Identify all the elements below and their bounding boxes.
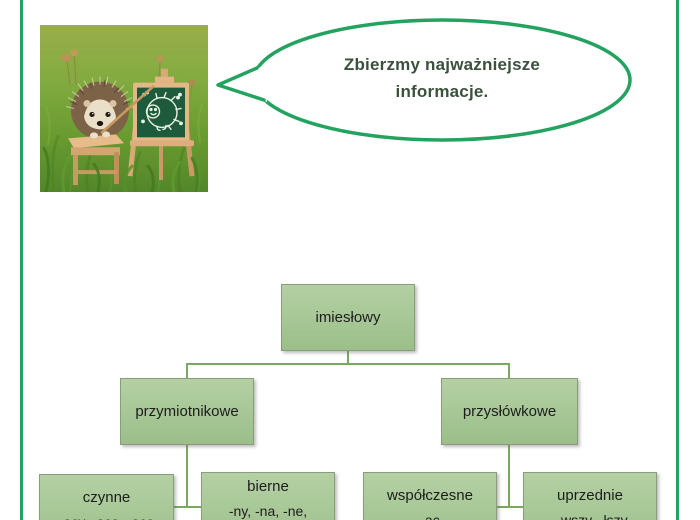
speech-bubble-text: Zbierzmy najważniejsze informacje. bbox=[302, 51, 582, 105]
speech-bubble-line1: Zbierzmy najważniejsze bbox=[343, 55, 541, 74]
hedgehog-photo-illustration bbox=[40, 25, 208, 192]
hedgehog-photo bbox=[40, 25, 208, 192]
node-przyslowkowe: przysłówkowe bbox=[441, 378, 578, 445]
connector-left-leaf-stub bbox=[174, 506, 201, 508]
desk bbox=[68, 134, 124, 186]
node-czynne: czynne -ący, -ąca, -ące bbox=[39, 474, 174, 520]
connector-przyslowkowe-down bbox=[508, 445, 510, 508]
node-wspolczesne: współczesne -ąc bbox=[363, 472, 497, 520]
node-przyslowkowe-label: przysłówkowe bbox=[462, 403, 557, 420]
foreground-grass-blades bbox=[42, 146, 199, 192]
speech-bubble-line2: informacje. bbox=[395, 82, 489, 101]
hedgehog bbox=[65, 76, 135, 140]
node-uprzednie-suffixes: - wszy, -łszy bbox=[552, 512, 628, 520]
connector-przyslowkowe-up bbox=[508, 365, 510, 378]
node-uprzednie: uprzednie - wszy, -łszy bbox=[523, 472, 657, 520]
node-uprzednie-label: uprzednie bbox=[557, 487, 623, 504]
node-przymiotnikowe-label: przymiotnikowe bbox=[135, 403, 239, 420]
node-przymiotnikowe: przymiotnikowe bbox=[120, 378, 254, 445]
node-bierne: bierne -ny, -na, -ne, bbox=[201, 472, 335, 520]
node-czynne-label: czynne bbox=[82, 489, 131, 506]
node-bierne-suffixes: -ny, -na, -ne, bbox=[228, 503, 308, 519]
node-wspolczesne-label: współczesne bbox=[387, 487, 473, 504]
speech-bubble bbox=[216, 18, 632, 142]
node-bierne-label: bierne bbox=[247, 478, 289, 495]
node-imieslowy-label: imiesłowy bbox=[315, 309, 381, 326]
speech-bubble-tail-fill bbox=[218, 66, 267, 102]
connector-przymiotnikowe-up bbox=[186, 365, 188, 378]
node-czynne-suffixes: -ący, -ąca, -ące bbox=[59, 510, 154, 520]
pointer-stick bbox=[100, 85, 155, 134]
connector-root-down bbox=[347, 351, 349, 363]
easel bbox=[127, 68, 195, 181]
connector-right-leaf-stub bbox=[497, 506, 523, 508]
dried-flowers bbox=[61, 49, 196, 99]
hedgehog-paw bbox=[90, 132, 98, 139]
connector-level1-horizontal bbox=[186, 363, 510, 365]
page-border-right bbox=[676, 0, 679, 520]
node-wspolczesne-suffixes: -ąc bbox=[420, 512, 440, 520]
hedgehog-paw bbox=[102, 131, 110, 138]
speech-bubble-tail bbox=[216, 66, 266, 102]
page-border-left bbox=[20, 0, 23, 520]
connector-przymiotnikowe-down bbox=[186, 445, 188, 508]
node-imieslowy: imiesłowy bbox=[281, 284, 415, 351]
